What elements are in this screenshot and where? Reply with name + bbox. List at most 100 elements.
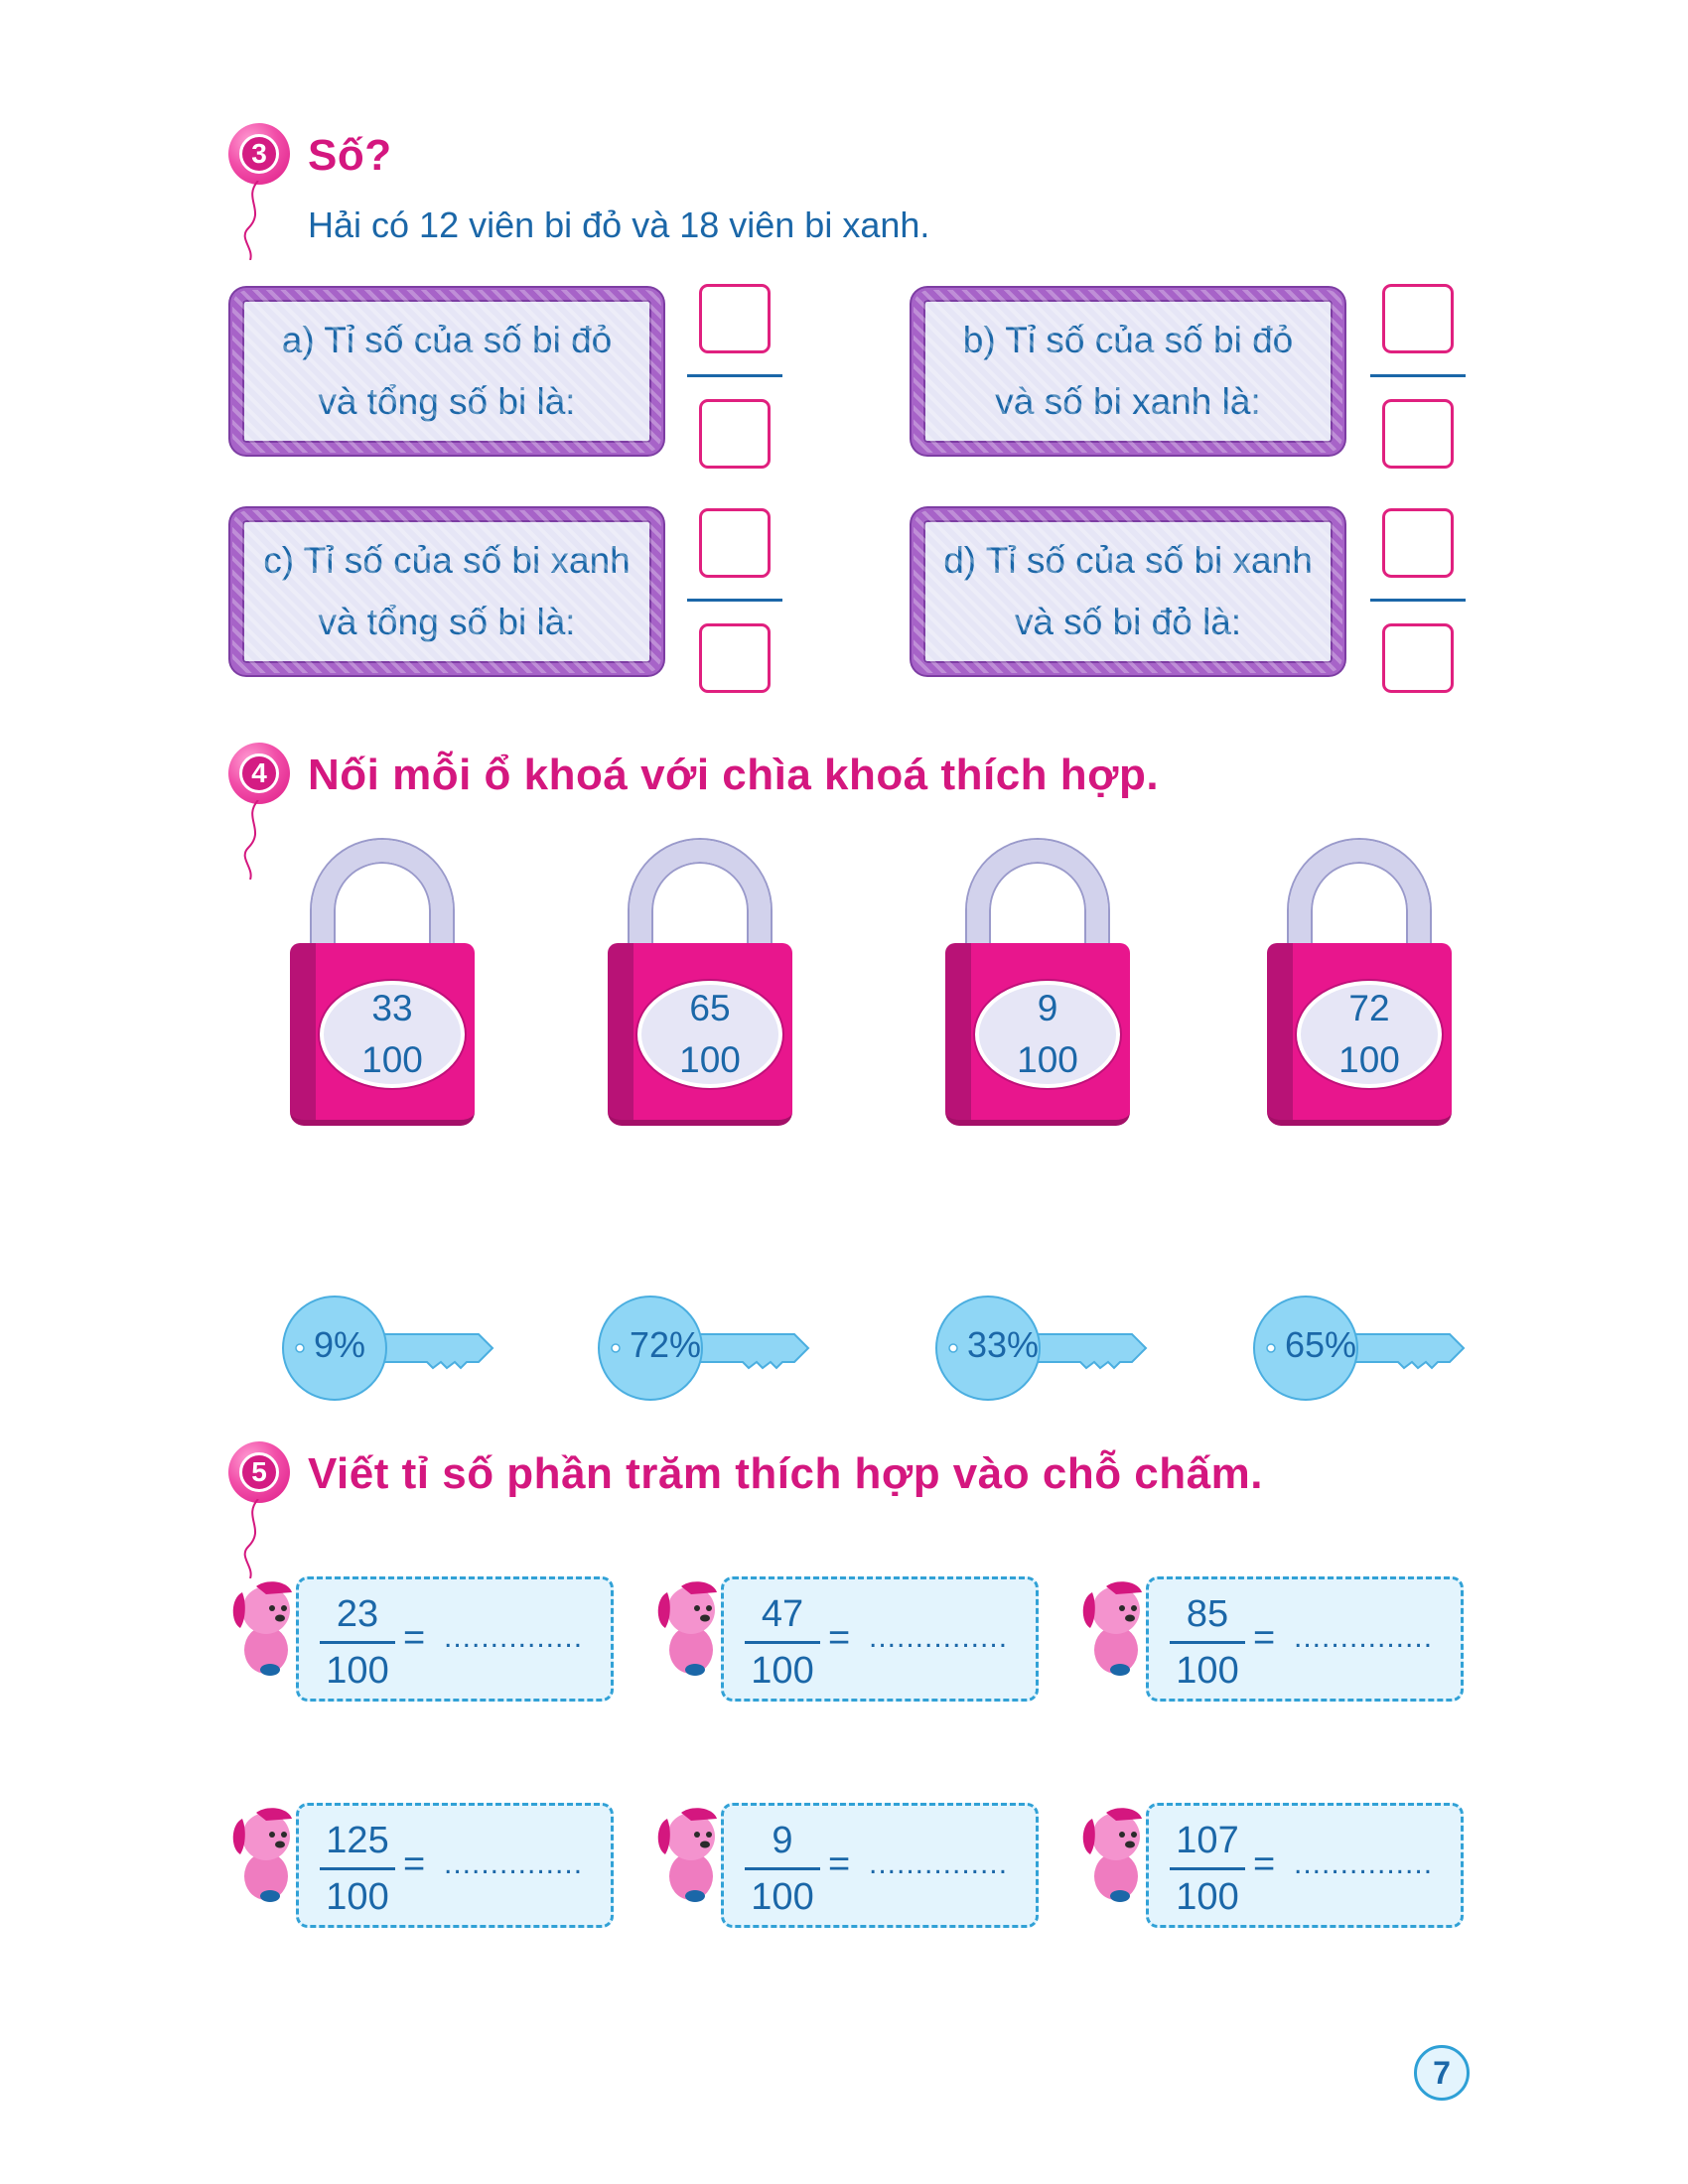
key-label: 72%	[630, 1324, 702, 1365]
numerator: 23	[336, 1593, 379, 1635]
question-b-line2: và số bi xanh là:	[995, 381, 1261, 422]
key-label: 33%	[967, 1324, 1040, 1365]
percentage-answer-box: 125 100 = ...............	[296, 1803, 614, 1928]
numerator: 9	[772, 1820, 793, 1861]
padlock-icon[interactable]: 9 100	[945, 840, 1130, 1128]
key-icon[interactable]: 65%	[1251, 1293, 1470, 1402]
exercise-4-number: 4	[239, 753, 279, 793]
lock-fraction: 9 100	[975, 981, 1120, 1088]
lock-denominator: 100	[1017, 1039, 1078, 1080]
balloon-icon: 3	[228, 123, 298, 260]
dog-icon	[1082, 1808, 1142, 1902]
denominator-input-d[interactable]	[1382, 623, 1454, 693]
equals-sign: =	[403, 1617, 426, 1659]
fraction: 107 100	[1167, 1814, 1248, 1924]
numerator: 47	[761, 1593, 804, 1635]
lock-numerator: 65	[689, 988, 731, 1028]
equals-sign: =	[828, 1843, 851, 1885]
dog-icon	[1082, 1581, 1142, 1676]
dog-icon	[657, 1581, 717, 1676]
answer-fraction-c	[687, 508, 782, 693]
percentage-answer-box: 47 100 = ...............	[721, 1576, 1039, 1702]
lock-numerator: 72	[1348, 988, 1390, 1028]
fraction: 23 100	[317, 1587, 398, 1698]
fraction: 9 100	[742, 1814, 823, 1924]
denominator: 100	[751, 1650, 814, 1692]
lock-numerator: 33	[371, 988, 413, 1028]
exercise-3-intro: Hải có 12 viên bi đỏ và 18 viên bi xanh.	[308, 205, 930, 245]
answer-blank[interactable]: ...............	[1294, 1847, 1434, 1880]
key-label: 65%	[1285, 1324, 1357, 1365]
denominator: 100	[326, 1650, 389, 1692]
answer-blank[interactable]: ...............	[1294, 1621, 1434, 1654]
denominator: 100	[751, 1876, 814, 1918]
numerator-input-d[interactable]	[1382, 508, 1454, 578]
answer-blank[interactable]: ...............	[869, 1621, 1009, 1654]
dog-icon	[657, 1808, 717, 1902]
lock-fraction: 33 100	[320, 981, 465, 1088]
equals-sign: =	[403, 1843, 426, 1885]
lock-fraction: 72 100	[1297, 981, 1442, 1088]
fraction: 125 100	[317, 1814, 398, 1924]
padlock-icon[interactable]: 65 100	[608, 840, 792, 1128]
question-d-line2: và số bi đỏ là:	[1014, 602, 1242, 642]
denominator-input-c[interactable]	[699, 623, 771, 693]
fraction-bar	[1370, 374, 1466, 377]
denominator: 100	[326, 1876, 389, 1918]
percentage-answer-box: 85 100 = ...............	[1146, 1576, 1464, 1702]
numerator: 125	[326, 1820, 389, 1861]
lock-fraction: 65 100	[637, 981, 782, 1088]
answer-blank[interactable]: ...............	[869, 1847, 1009, 1880]
answer-fraction-d	[1370, 508, 1466, 693]
dog-icon	[232, 1581, 292, 1676]
padlock-icon[interactable]: 72 100	[1267, 840, 1452, 1128]
answer-fraction-b	[1370, 284, 1466, 469]
fraction-bar	[687, 374, 782, 377]
exercise-5-title: Viết tỉ số phần trăm thích hợp vào chỗ c…	[308, 1449, 1263, 1498]
balloon-icon: 5	[228, 1441, 298, 1578]
dog-icon	[232, 1808, 292, 1902]
question-c-line1: c) Tỉ số của số bi xanh	[263, 540, 631, 581]
key-icon[interactable]: 9%	[280, 1293, 498, 1402]
denominator-input-b[interactable]	[1382, 399, 1454, 469]
exercise-3-title: Số?	[308, 131, 392, 180]
lock-denominator: 100	[361, 1039, 423, 1080]
percentage-answer-box: 107 100 = ...............	[1146, 1803, 1464, 1928]
answer-blank[interactable]: ...............	[444, 1621, 584, 1654]
lock-denominator: 100	[1338, 1039, 1400, 1080]
equals-sign: =	[1253, 1617, 1276, 1659]
denominator: 100	[1176, 1650, 1239, 1692]
percentage-answer-box: 23 100 = ...............	[296, 1576, 614, 1702]
lock-numerator: 9	[1037, 988, 1058, 1028]
key-label: 9%	[314, 1324, 366, 1365]
denominator-input-a[interactable]	[699, 399, 771, 469]
ratio-question-c: c) Tỉ số của số bi xanh và tổng số bi là…	[230, 508, 663, 675]
equals-sign: =	[828, 1617, 851, 1659]
key-icon[interactable]: 72%	[596, 1293, 814, 1402]
denominator: 100	[1176, 1876, 1239, 1918]
balloon-icon: 4	[228, 743, 298, 880]
question-d-line1: d) Tỉ số của số bi xanh	[943, 540, 1313, 581]
fraction-bar	[687, 599, 782, 602]
answer-blank[interactable]: ...............	[444, 1847, 584, 1880]
ratio-question-a: a) Tỉ số của số bi đỏ và tổng số bi là:	[230, 288, 663, 455]
numerator: 107	[1176, 1820, 1239, 1861]
question-c-line2: và tổng số bi là:	[318, 602, 576, 642]
answer-fraction-a	[687, 284, 782, 469]
numerator-input-b[interactable]	[1382, 284, 1454, 353]
lock-denominator: 100	[679, 1039, 741, 1080]
padlock-icon[interactable]: 33 100	[290, 840, 475, 1128]
numerator-input-a[interactable]	[699, 284, 771, 353]
percentage-answer-box: 9 100 = ...............	[721, 1803, 1039, 1928]
fraction: 47 100	[742, 1587, 823, 1698]
fraction: 85 100	[1167, 1587, 1248, 1698]
numerator: 85	[1186, 1593, 1229, 1635]
fraction-bar	[1370, 599, 1466, 602]
key-icon[interactable]: 33%	[933, 1293, 1152, 1402]
question-a-line1: a) Tỉ số của số bi đỏ	[281, 320, 613, 360]
ratio-question-b: b) Tỉ số của số bi đỏ và số bi xanh là:	[912, 288, 1344, 455]
exercise-3-number: 3	[239, 134, 279, 174]
equals-sign: =	[1253, 1843, 1276, 1885]
numerator-input-c[interactable]	[699, 508, 771, 578]
question-a-line2: và tổng số bi là:	[318, 381, 576, 422]
